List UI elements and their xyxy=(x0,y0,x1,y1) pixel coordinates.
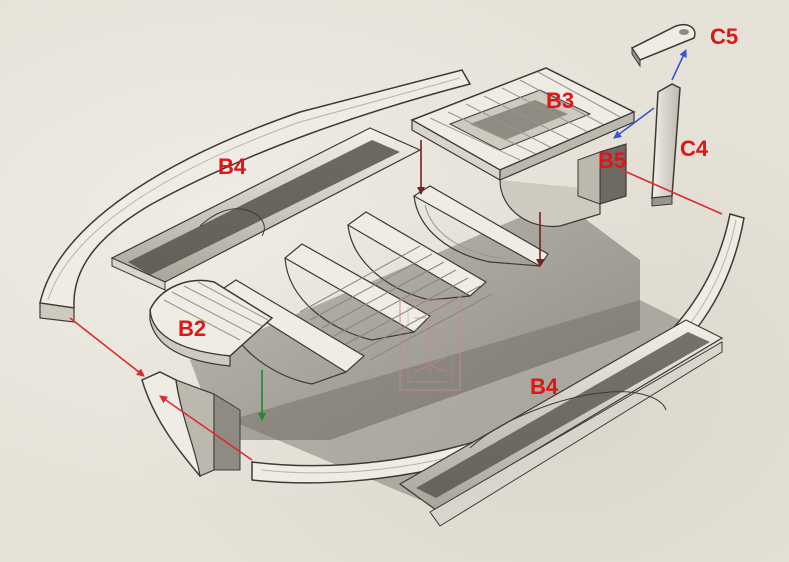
arrow-red-transom-to-gunwale xyxy=(621,169,723,215)
label-b4-left: B4 xyxy=(218,154,247,179)
part-labels: B4 B3 B5 C4 C5 B2 B4 xyxy=(178,24,738,399)
label-b4-right: B4 xyxy=(530,374,559,399)
arrow-red-hull-to-bowpost xyxy=(159,395,253,461)
left-gunwale-b4 xyxy=(39,69,472,323)
left-side-planks xyxy=(110,127,422,291)
arrow-blue-post-to-tiller xyxy=(671,49,687,81)
right-side-planks xyxy=(398,319,724,527)
label-b5: B5 xyxy=(598,148,626,173)
frame-2 xyxy=(346,211,488,301)
stern-deck-b3 xyxy=(410,67,636,228)
fore-deck-b2 xyxy=(149,279,274,367)
tiller-c5 xyxy=(630,24,696,68)
arrow-red-gunwale-to-bowpost xyxy=(69,317,145,377)
assembly-arrows xyxy=(69,49,723,461)
stern-post-c4 xyxy=(651,83,681,207)
arrow-blue-post-to-b3 xyxy=(613,107,655,139)
frame-1 xyxy=(283,243,431,341)
transom-b5 xyxy=(577,143,627,205)
label-b2: B2 xyxy=(178,316,206,341)
label-c4: C4 xyxy=(680,136,709,161)
seal-stamp-icon xyxy=(399,299,461,391)
label-c5: C5 xyxy=(710,24,738,49)
label-b3: B3 xyxy=(546,88,574,113)
bottom-slats xyxy=(299,245,493,361)
